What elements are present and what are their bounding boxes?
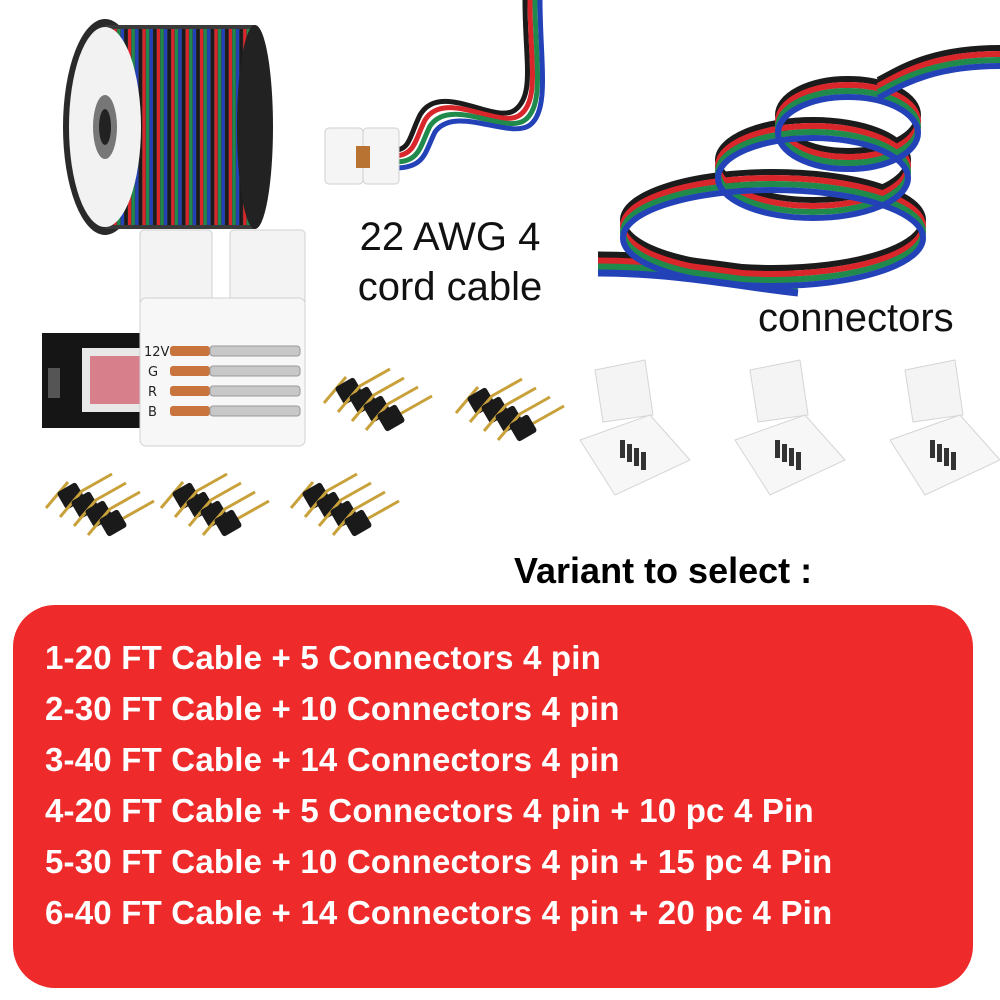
variant-heading: Variant to select :	[514, 550, 813, 591]
led-strip-connector-image: 12V G R B	[42, 229, 306, 447]
variant-list: 1-20 FT Cable + 5 Connectors 4 pin 2-30 …	[45, 632, 832, 938]
variant-option: 3-40 FT Cable + 14 Connectors 4 pin	[45, 741, 620, 778]
variant-option: 5-30 FT Cable + 10 Connectors 4 pin + 15…	[45, 843, 833, 880]
connectors-label: connectors	[758, 296, 954, 340]
pin-header-image	[289, 472, 400, 537]
clip-connector-image	[889, 359, 1000, 496]
pin-header-image	[322, 367, 433, 432]
coiled-cable-image	[597, 45, 1000, 297]
cable-label-line2: cord cable	[357, 265, 543, 309]
variant-option: 6-40 FT Cable + 14 Connectors 4 pin + 20…	[45, 894, 833, 931]
cable-lead-image	[324, 0, 545, 185]
cable-spool-image	[63, 19, 273, 235]
strip-pin-label: B	[148, 405, 157, 420]
variant-option: 4-20 FT Cable + 5 Connectors 4 pin + 10 …	[45, 792, 814, 829]
clip-connector-image	[734, 359, 846, 496]
strip-pin-label: 12V	[144, 345, 170, 360]
pin-header-image	[44, 472, 155, 537]
strip-pin-label: G	[148, 365, 158, 380]
cable-label: 22 AWG 4 cord cable	[300, 212, 600, 312]
variant-panel	[13, 605, 973, 988]
variant-option: 1-20 FT Cable + 5 Connectors 4 pin	[45, 639, 602, 676]
pin-header-image	[454, 377, 565, 442]
pin-header-image	[159, 472, 270, 537]
clip-connector-image	[579, 359, 691, 496]
strip-pin-label: R	[148, 385, 157, 400]
cable-label-line1: 22 AWG 4	[359, 215, 541, 259]
variant-option: 2-30 FT Cable + 10 Connectors 4 pin	[45, 690, 620, 727]
